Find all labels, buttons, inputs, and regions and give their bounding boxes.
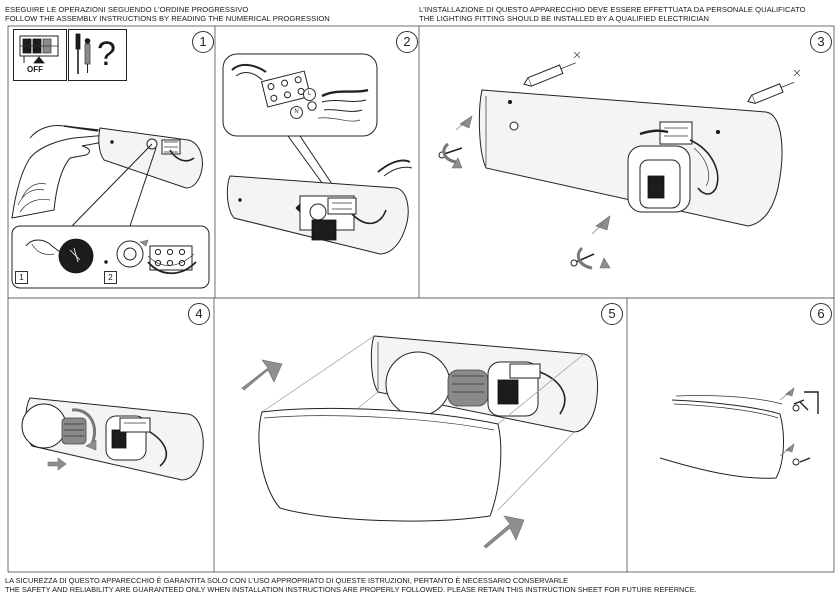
footer-italian: LA SICUREZZA DI QUESTO APPARECCHIO È GAR… xyxy=(5,576,569,585)
header-right-italian: L'INSTALLAZIONE DI QUESTO APPARECCHIO DE… xyxy=(419,5,806,14)
grey-direction-arrow-icon xyxy=(241,359,283,391)
grey-direction-arrow-icon xyxy=(591,215,611,235)
screw-bottom xyxy=(570,246,611,270)
step-number-1: 1 xyxy=(192,31,214,53)
header-left: ESEGUIRE LE OPERAZIONI SEGUENDO L'ORDINE… xyxy=(5,5,330,24)
footer-notice: LA SICUREZZA DI QUESTO APPARECCHIO È GAR… xyxy=(5,576,697,594)
power-switch-off-icon xyxy=(19,35,59,64)
header-left-italian: ESEGUIRE LE OPERAZIONI SEGUENDO L'ORDINE… xyxy=(5,5,249,14)
sub-step-2-box: 2 xyxy=(104,271,117,284)
grey-direction-arrow-icon xyxy=(483,515,525,549)
header-right-english: THE LIGHTING FITTING SHOULD BE INSTALLED… xyxy=(419,14,710,24)
header-left-english: FOLLOW THE ASSEMBLY INSTRUCTIONS BY READ… xyxy=(5,14,330,24)
step-number-4: 4 xyxy=(188,303,210,325)
header-right: L'INSTALLAZIONE DI QUESTO APPARECCHIO DE… xyxy=(419,5,806,24)
wall-dowel-top xyxy=(523,62,576,87)
terminal-n-label: N xyxy=(290,106,303,119)
terminal-l-label: L xyxy=(303,88,316,101)
sub-step-1-box: 1 xyxy=(15,271,28,284)
step-number-6: 6 xyxy=(810,303,832,325)
question-mark: ? xyxy=(97,35,116,73)
power-off-box: OFF xyxy=(13,29,67,81)
footer-english: THE SAFETY AND RELIABILITY ARE GUARANTEE… xyxy=(5,585,697,595)
screw-top xyxy=(438,142,463,169)
wall-dowel-right xyxy=(747,81,795,105)
step-number-2: 2 xyxy=(396,31,418,53)
off-label: OFF xyxy=(27,65,43,74)
step-number-3: 3 xyxy=(810,31,832,53)
screwdriver-dowel-icon xyxy=(75,33,91,74)
grey-direction-arrow-icon xyxy=(455,115,473,131)
grey-direction-arrow-icon xyxy=(47,457,67,471)
grey-direction-arrow-icon xyxy=(779,387,795,401)
tools-box: ? xyxy=(68,29,127,81)
grey-direction-arrow-icon xyxy=(779,443,795,457)
step-number-5: 5 xyxy=(601,303,623,325)
